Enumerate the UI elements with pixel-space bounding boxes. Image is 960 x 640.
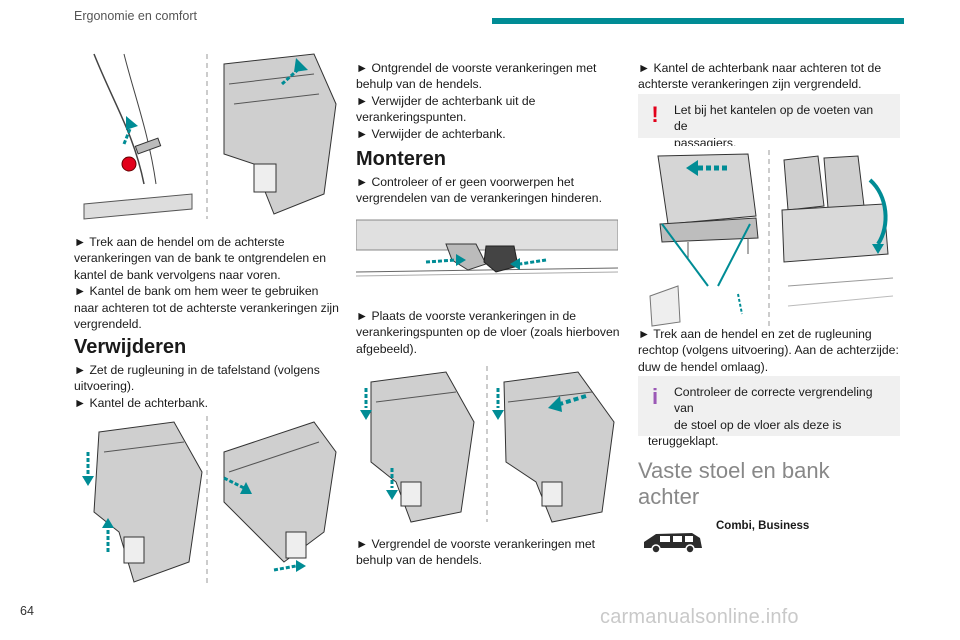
text-line: ► Verwijder de achterbank uit de bbox=[356, 93, 536, 108]
text-line: ► Trek aan de hendel om de achterste bbox=[74, 235, 285, 249]
step-backrest-text: ► Trek aan de hendel en zet de rugleunin… bbox=[638, 326, 904, 375]
text-line: ► Kantel de bank om hem weer te gebruike… bbox=[74, 284, 319, 299]
text-line: ► Verwijder de achterbank. bbox=[356, 126, 506, 141]
step-pull-tilt-text: ► Trek aan de hendel om de achterste ver… bbox=[74, 234, 344, 332]
text-line: ► Zet de rugleuning in de tafelstand (vo… bbox=[74, 363, 320, 377]
car-silhouette-icon bbox=[640, 528, 706, 554]
text-line: ► Kantel de achterbank naar achteren tot… bbox=[638, 61, 882, 75]
versions-label: Combi, Business bbox=[716, 520, 810, 532]
step-check-text: ► Controleer of er geen voorwerpen het v… bbox=[356, 174, 622, 207]
text-line: vergrendeld. bbox=[74, 317, 142, 332]
text-line: behulp van de hendels. bbox=[356, 553, 483, 568]
text-line: uitvoering). bbox=[74, 379, 135, 394]
text-line: behulp van de hendels. bbox=[356, 77, 483, 92]
header-section-title: Ergonomie en comfort bbox=[74, 9, 197, 23]
bench-tilt-drawing-icon bbox=[82, 416, 337, 584]
backrest-drawing-icon bbox=[649, 150, 894, 328]
note-line: Controleer de correcte vergrendeling van bbox=[674, 385, 873, 416]
anchor-place-drawing-icon bbox=[360, 366, 615, 523]
seat-release-drawing-icon bbox=[83, 53, 337, 220]
text-line: verankeringspunten op de vloer (zoals hi… bbox=[356, 325, 620, 340]
floor-anchor-drawing-icon bbox=[356, 219, 618, 277]
exclamation-icon: ! bbox=[651, 102, 659, 127]
text-line: ► Trek aan de hendel en zet de rugleunin… bbox=[638, 327, 872, 341]
text-line: ► Plaats de voorste verankeringen in de bbox=[356, 309, 577, 323]
watermark-text: carmanualsonline.info bbox=[600, 606, 799, 628]
note-line: de stoel op de vloer als deze is bbox=[674, 417, 842, 432]
text-line: kantel de bank vervolgens naar voren. bbox=[74, 267, 281, 282]
note-line: teruggeklapt. bbox=[648, 434, 719, 449]
step-remove-text: ► Zet de rugleuning in de tafelstand (vo… bbox=[74, 362, 344, 411]
info-icon: i bbox=[651, 384, 659, 409]
text-line: vergrendelen van de verankeringen hinder… bbox=[356, 191, 602, 206]
heading-fixed-seat: Vaste stoel en bank achter bbox=[638, 458, 900, 510]
illustration-tilt-rear-bench bbox=[74, 412, 340, 588]
heading-line: Vaste stoel en bank bbox=[638, 458, 830, 483]
text-line: naar achteren tot de achterste verankeri… bbox=[74, 300, 339, 315]
illustration-floor-anchors bbox=[356, 210, 618, 296]
text-line: ► Ontgrendel de voorste verankeringen me… bbox=[356, 61, 597, 75]
heading-line: achter bbox=[638, 484, 700, 509]
step-tilt-back-text: ► Kantel de achterbank naar achteren tot… bbox=[638, 60, 904, 93]
text-line: rechtop (volgens uitvoering). Aan de ach… bbox=[638, 343, 899, 358]
page-number: 64 bbox=[20, 604, 34, 618]
text-line: duw de hendel omlaag). bbox=[638, 359, 769, 374]
illustration-rear-anchor-release bbox=[74, 44, 340, 224]
note-line: Let bij het kantelen op de voeten van de bbox=[674, 103, 874, 134]
text-line: achterste verankeringen zijn vergrendeld… bbox=[638, 77, 862, 92]
step-lock-front-text: ► Vergrendel de voorste verankeringen me… bbox=[356, 536, 622, 569]
text-line: ► Kantel de achterbank. bbox=[74, 395, 209, 410]
illustration-place-front-anchors bbox=[356, 362, 618, 526]
text-line: verankeringspunten. bbox=[356, 110, 467, 125]
warning-note: ! Let bij het kantelen op de voeten van … bbox=[638, 94, 900, 150]
text-line: verankeringen van de bank te ontgrendele… bbox=[74, 251, 327, 266]
text-line: ► Vergrendel de voorste verankeringen me… bbox=[356, 537, 596, 551]
heading-verwijderen: Verwijderen bbox=[74, 336, 187, 358]
heading-monteren: Monteren bbox=[356, 148, 446, 170]
text-line: afgebeeld). bbox=[356, 341, 417, 356]
step-place-text: ► Plaats de voorste verankeringen in de … bbox=[356, 308, 622, 357]
info-note: i Controleer de correcte vergrendeling v… bbox=[638, 376, 900, 448]
step-unlock-front-text: ► Ontgrendel de voorste verankeringen me… bbox=[356, 60, 622, 142]
illustration-backrest-upright bbox=[638, 146, 900, 332]
header-accent-bar bbox=[492, 18, 904, 24]
text-line: ► Controleer of er geen voorwerpen het bbox=[356, 175, 575, 189]
